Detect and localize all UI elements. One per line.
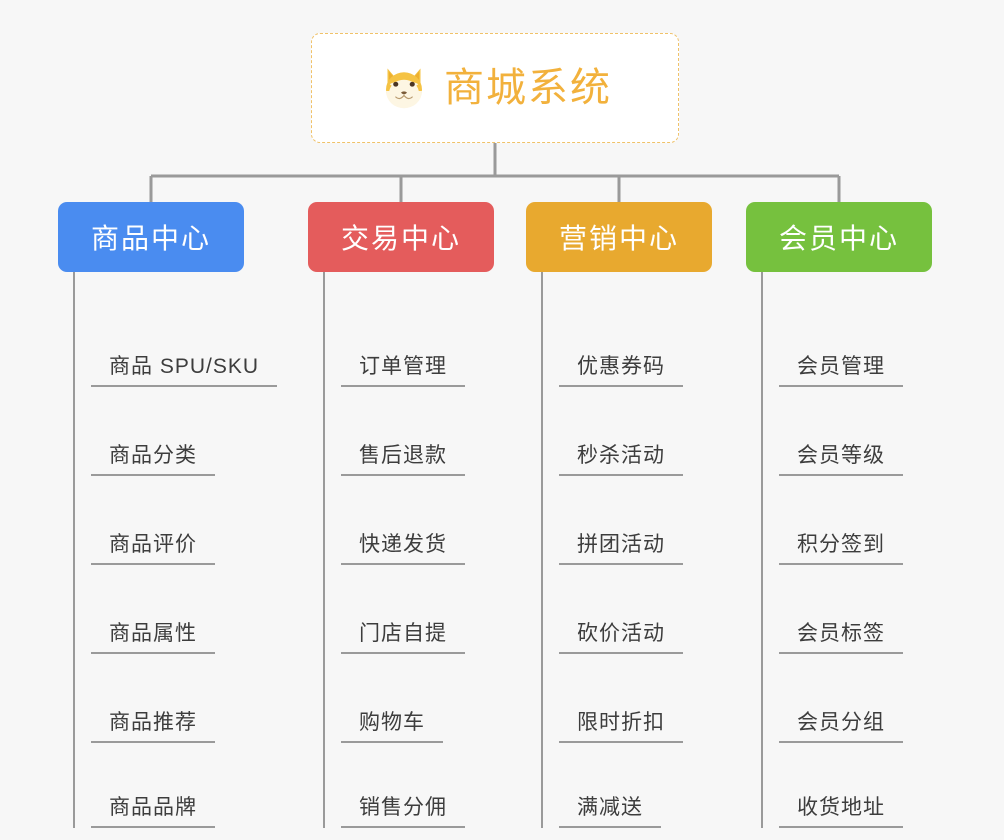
category-header-member[interactable]: 会员中心: [746, 202, 932, 272]
leaf-label: 会员分组: [779, 711, 903, 743]
category-header-label: 商品中心: [90, 223, 211, 254]
leaf-label: 秒杀活动: [559, 444, 683, 476]
list-item[interactable]: 拼团活动: [559, 476, 738, 565]
list-item[interactable]: 砍价活动: [559, 565, 738, 654]
leaf-label: 限时折扣: [559, 711, 683, 743]
list-item[interactable]: 会员分组: [779, 654, 958, 743]
list-item[interactable]: 快递发货: [341, 476, 520, 565]
leaf-label: 售后退款: [341, 444, 465, 476]
category-header-product[interactable]: 商品中心: [58, 202, 244, 272]
leaf-label: 商品评价: [91, 533, 215, 565]
list-item[interactable]: 商品属性: [91, 565, 294, 654]
leaf-label: 商品分类: [91, 444, 215, 476]
leaf-label: 满减送: [559, 796, 661, 828]
list-item[interactable]: 会员等级: [779, 387, 958, 476]
leaf-label: 订单管理: [341, 355, 465, 387]
category-header-marketing[interactable]: 营销中心: [526, 202, 712, 272]
category-header-trade[interactable]: 交易中心: [308, 202, 494, 272]
leaf-list-trade: 订单管理 售后退款 快递发货 门店自提 购物车 销售分佣: [323, 272, 520, 828]
list-item[interactable]: 商品品牌: [91, 743, 294, 828]
list-item[interactable]: 会员管理: [779, 298, 958, 387]
category-column-marketing: 营销中心 优惠券码 秒杀活动 拼团活动 砍价活动 限时折扣 满减送: [526, 202, 738, 828]
leaf-label: 快递发货: [341, 533, 465, 565]
leaf-label: 购物车: [341, 711, 443, 743]
leaf-label: 拼团活动: [559, 533, 683, 565]
leaf-label: 会员管理: [779, 355, 903, 387]
leaf-label: 优惠券码: [559, 355, 683, 387]
category-header-label: 交易中心: [340, 223, 461, 254]
root-node[interactable]: 商城系统: [311, 33, 679, 143]
shiba-inu-dog-face-icon: [386, 68, 422, 109]
leaf-label: 积分签到: [779, 533, 903, 565]
leaf-label: 商品推荐: [91, 711, 215, 743]
list-item[interactable]: 满减送: [559, 743, 738, 828]
category-header-label: 营销中心: [558, 223, 679, 254]
leaf-label: 商品属性: [91, 622, 215, 654]
leaf-label: 销售分佣: [341, 796, 465, 828]
root-title: 商城系统: [444, 66, 612, 110]
list-item[interactable]: 门店自提: [341, 565, 520, 654]
leaf-label: 砍价活动: [559, 622, 683, 654]
leaf-label: 会员标签: [779, 622, 903, 654]
list-item[interactable]: 售后退款: [341, 387, 520, 476]
category-header-label: 会员中心: [778, 223, 899, 254]
list-item[interactable]: 商品推荐: [91, 654, 294, 743]
leaf-list-member: 会员管理 会员等级 积分签到 会员标签 会员分组 收货地址: [761, 272, 958, 828]
list-item[interactable]: 优惠券码: [559, 298, 738, 387]
category-column-trade: 交易中心 订单管理 售后退款 快递发货 门店自提 购物车 销售分佣: [308, 202, 520, 828]
leaf-label: 门店自提: [341, 622, 465, 654]
leaf-list-marketing: 优惠券码 秒杀活动 拼团活动 砍价活动 限时折扣 满减送: [541, 272, 738, 828]
category-column-member: 会员中心 会员管理 会员等级 积分签到 会员标签 会员分组 收货地址: [746, 202, 958, 828]
list-item[interactable]: 商品分类: [91, 387, 294, 476]
list-item[interactable]: 购物车: [341, 654, 520, 743]
list-item[interactable]: 秒杀活动: [559, 387, 738, 476]
leaf-label: 商品品牌: [91, 796, 215, 828]
list-item[interactable]: 商品 SPU/SKU: [91, 298, 294, 387]
leaf-label: 商品 SPU/SKU: [91, 355, 278, 387]
list-item[interactable]: 商品评价: [91, 476, 294, 565]
list-item[interactable]: 限时折扣: [559, 654, 738, 743]
list-item[interactable]: 积分签到: [779, 476, 958, 565]
list-item[interactable]: 收货地址: [779, 743, 958, 828]
leaf-label: 收货地址: [779, 796, 903, 828]
leaf-label: 会员等级: [779, 444, 903, 476]
list-item[interactable]: 销售分佣: [341, 743, 520, 828]
leaf-list-product: 商品 SPU/SKU 商品分类 商品评价 商品属性 商品推荐 商品品牌: [73, 272, 294, 828]
category-column-product: 商品中心 商品 SPU/SKU 商品分类 商品评价 商品属性 商品推荐 商品品牌: [58, 202, 294, 828]
list-item[interactable]: 订单管理: [341, 298, 520, 387]
list-item[interactable]: 会员标签: [779, 565, 958, 654]
